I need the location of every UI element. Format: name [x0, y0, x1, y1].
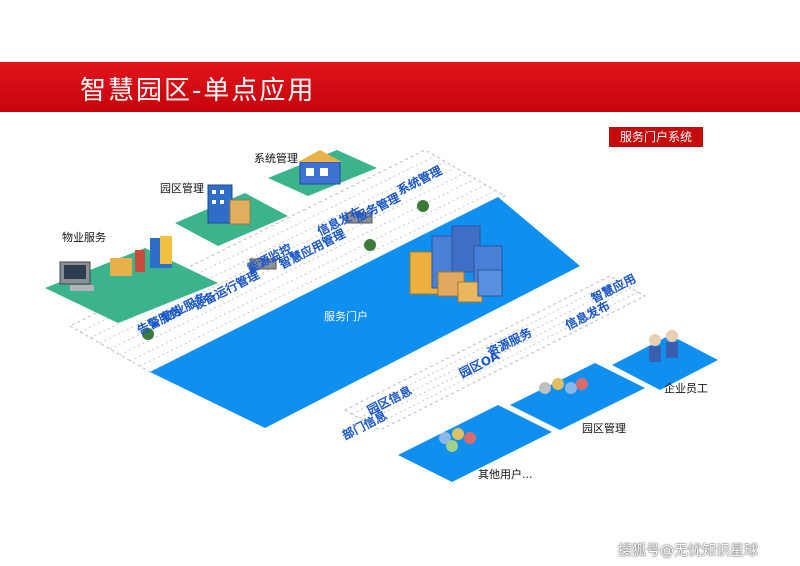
other-users-label: 其他用户...: [478, 467, 533, 481]
right-stripes-area: [343, 275, 647, 431]
buildings-cluster-icon: [409, 225, 503, 303]
tools-icon: [110, 236, 172, 276]
office-building-icon: [207, 184, 251, 225]
left-stripes-area: [68, 149, 507, 373]
property-service-platform: [45, 248, 218, 323]
server-icon: [249, 258, 277, 270]
staff-platform: [612, 335, 718, 390]
money-bag-icon: [417, 200, 429, 212]
money-bag-icon: [142, 328, 154, 340]
money-bag-icon: [364, 239, 376, 251]
stripe-resource-service: 资源服务: [485, 324, 535, 360]
property-service-label: 物业服务: [62, 230, 106, 244]
park-management-label: 园区管理: [160, 181, 204, 195]
portal-system-badge: 服务门户系统: [609, 127, 703, 147]
system-management-label: 系统管理: [254, 151, 298, 165]
other-users-platform: [398, 405, 552, 482]
server-icon: [345, 212, 373, 224]
page-title: 智慧园区-单点应用: [80, 76, 316, 106]
people-group-icon: [439, 428, 476, 452]
park-users-platform: [510, 363, 645, 430]
computer-icon: [59, 261, 94, 291]
store-icon: [298, 150, 342, 185]
stripe-department-info: 部门信息: [340, 408, 390, 443]
enterprise-staff-label: 企业员工: [664, 381, 708, 395]
service-portal-label: 服务门户: [324, 309, 368, 323]
title-banner: 智慧园区-单点应用: [0, 62, 800, 112]
graduates-icon: [649, 330, 678, 362]
park-management-users-label: 园区管理: [582, 421, 626, 435]
watermark: 搜狐号@无忧知识星球: [618, 543, 758, 559]
stripe-system-management: 系统管理: [395, 163, 445, 198]
stripe-service-management: 服务管理: [353, 190, 403, 225]
people-group-icon: [539, 378, 588, 394]
